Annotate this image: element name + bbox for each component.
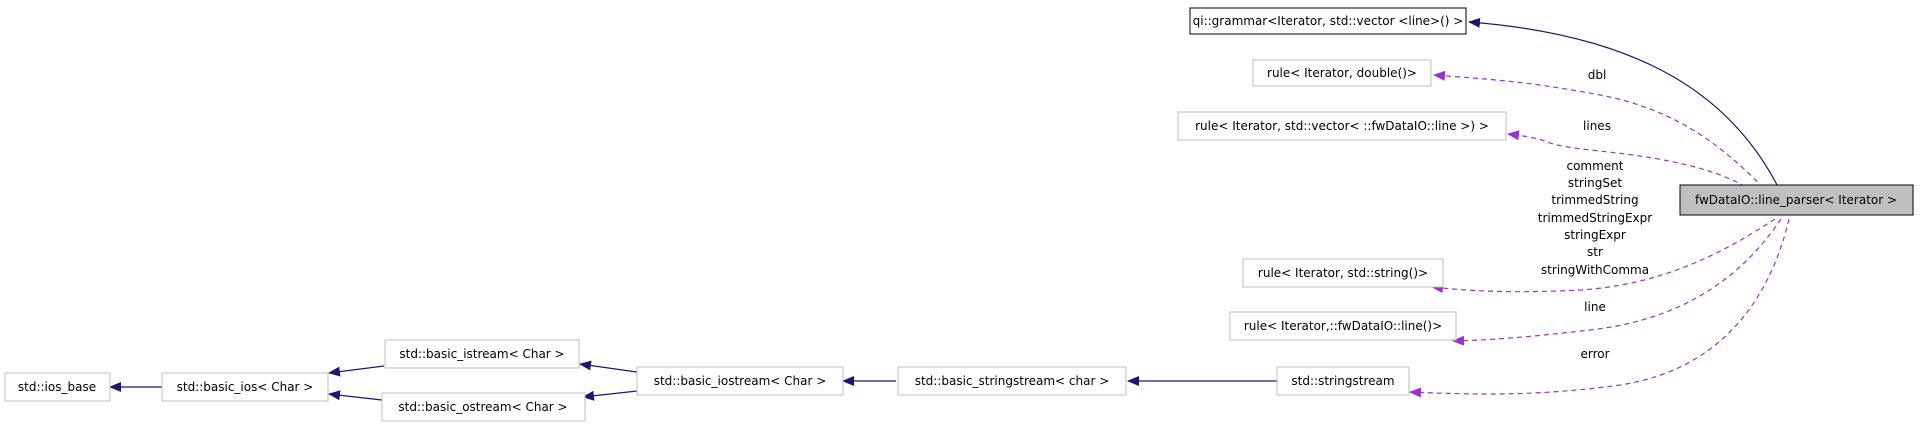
node-basic-stringstream-label: std::basic_stringstream< char > bbox=[915, 374, 1110, 388]
edge-label-stringwithcomma: stringWithComma bbox=[1541, 263, 1649, 277]
node-stringstream[interactable]: std::stringstream bbox=[1276, 366, 1410, 396]
node-basic-ios-label: std::basic_ios< Char > bbox=[177, 380, 314, 394]
edge-label-dbl: dbl bbox=[1588, 68, 1607, 82]
node-stringstream-label: std::stringstream bbox=[1291, 374, 1394, 388]
node-grammar-label: qi::grammar<Iterator, std::vector <line>… bbox=[1193, 14, 1464, 28]
edge-label-comment: comment bbox=[1566, 159, 1623, 173]
node-basic-iostream-label: std::basic_iostream< Char > bbox=[654, 374, 827, 388]
node-rule-line[interactable]: rule< Iterator,::fwDataIO::line()> bbox=[1229, 311, 1457, 341]
node-basic-ostream[interactable]: std::basic_ostream< Char > bbox=[381, 392, 586, 422]
edge-label-trimmedstringexpr: trimmedStringExpr bbox=[1538, 211, 1652, 225]
edge-line-parser-to-grammar bbox=[1468, 17, 1789, 209]
node-rule-lines[interactable]: rule< Iterator, std::vector< ::fwDataIO:… bbox=[1177, 111, 1507, 141]
edge-label-lines: lines bbox=[1583, 119, 1611, 133]
node-line-parser[interactable]: fwDataIO::line_parser< Iterator > bbox=[1679, 184, 1914, 216]
node-rule-line-label: rule< Iterator,::fwDataIO::line()> bbox=[1244, 319, 1442, 333]
node-rule-double[interactable]: rule< Iterator, double()> bbox=[1252, 59, 1432, 87]
node-line-parser-label: fwDataIO::line_parser< Iterator > bbox=[1695, 193, 1897, 207]
node-grammar[interactable]: qi::grammar<Iterator, std::vector <line>… bbox=[1189, 7, 1467, 35]
edge-basic-ostream-to-basic-ios bbox=[328, 390, 383, 401]
edge-error bbox=[1409, 218, 1790, 398]
node-rule-double-label: rule< Iterator, double()> bbox=[1267, 66, 1417, 80]
node-basic-istream[interactable]: std::basic_istream< Char > bbox=[384, 339, 580, 369]
edge-label-line: line bbox=[1584, 300, 1606, 314]
edge-label-str: str bbox=[1587, 245, 1603, 259]
edge-label-stringexpr: stringExpr bbox=[1564, 228, 1626, 242]
node-basic-ios[interactable]: std::basic_ios< Char > bbox=[161, 372, 329, 402]
edge-basic-iostream-to-basic-istream bbox=[579, 360, 638, 373]
edge-label-trimmedstring: trimmedString bbox=[1551, 193, 1638, 207]
edge-line bbox=[1452, 218, 1782, 346]
node-rule-string[interactable]: rule< Iterator, std::string()> bbox=[1242, 258, 1444, 288]
node-ios-base-label: std::ios_base bbox=[18, 380, 96, 394]
edge-label-string-members: comment stringSet trimmedString trimmedS… bbox=[1538, 159, 1652, 277]
node-rule-lines-label: rule< Iterator, std::vector< ::fwDataIO:… bbox=[1195, 119, 1489, 133]
node-ios-base[interactable]: std::ios_base bbox=[4, 372, 111, 402]
edge-basic-iostream-to-basic-ostream bbox=[582, 390, 638, 401]
node-rule-string-label: rule< Iterator, std::string()> bbox=[1258, 266, 1428, 280]
node-basic-ostream-label: std::basic_ostream< Char > bbox=[398, 400, 567, 414]
edge-basic-istream-to-basic-ios bbox=[328, 365, 385, 377]
edge-lines bbox=[1507, 130, 1775, 209]
node-basic-istream-label: std::basic_istream< Char > bbox=[399, 347, 564, 361]
node-basic-iostream[interactable]: std::basic_iostream< Char > bbox=[636, 366, 844, 396]
edge-label-error: error bbox=[1580, 347, 1609, 361]
edge-string bbox=[1431, 218, 1776, 294]
edge-label-stringset: stringSet bbox=[1568, 176, 1622, 190]
node-basic-stringstream[interactable]: std::basic_stringstream< char > bbox=[897, 366, 1127, 396]
edge-dbl bbox=[1433, 70, 1783, 209]
